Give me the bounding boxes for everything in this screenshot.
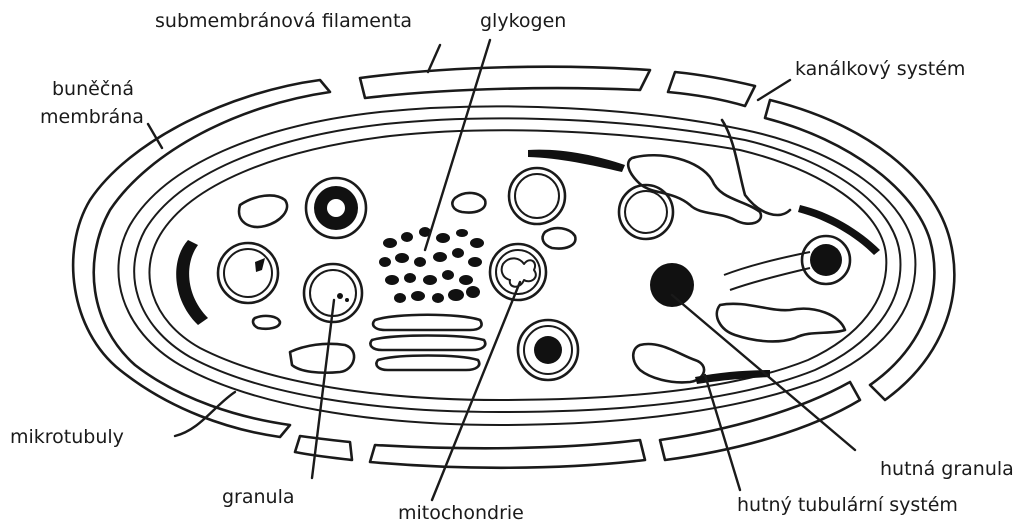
label-cell-membrane-line2: membrána xyxy=(40,106,144,128)
label-mitochondria: mitochondrie xyxy=(398,502,524,524)
leader-submembrane xyxy=(428,45,440,72)
leader-microtubules xyxy=(175,392,235,436)
label-submembrane-filaments: submembránová filamenta xyxy=(155,10,412,32)
label-microtubules: mikrotubuly xyxy=(10,426,124,448)
leader-granule xyxy=(312,300,334,478)
dense-tubular-system xyxy=(176,150,880,384)
mitochondrion xyxy=(490,244,546,300)
dense-granules xyxy=(650,236,850,307)
label-granule: granula xyxy=(222,486,295,508)
label-canalicular-system: kanálkový systém xyxy=(795,58,965,80)
label-dense-granule: hutná granula xyxy=(880,458,1014,480)
stacked-membranes xyxy=(370,315,485,370)
leader-canalicular xyxy=(758,80,790,100)
glycogen-cluster xyxy=(379,227,484,303)
leader-dense-granule xyxy=(672,295,855,450)
label-cell-membrane-line1: buněčná xyxy=(52,78,134,100)
label-dense-tubular-system: hutný tubulární systém xyxy=(737,494,958,516)
microtubule-bands xyxy=(118,106,915,425)
label-glycogen: glykogen xyxy=(480,10,566,32)
canalicular-channel xyxy=(722,120,790,215)
